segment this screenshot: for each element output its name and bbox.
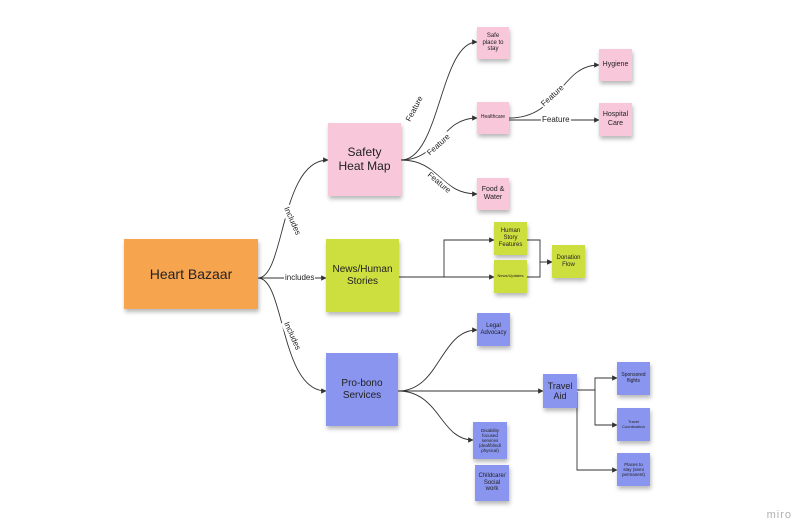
node-travel-coordination-label: Travel Coordination [622, 418, 645, 429]
node-news-human-stories[interactable]: News/Human Stories [326, 239, 399, 312]
node-sponsored-flights-label: Sponsored flights [621, 371, 646, 384]
node-news-updates-label: News/Updates [497, 273, 524, 279]
node-travel-aid-label: Travel Aid [547, 380, 573, 401]
node-hospital-care-label: Hospital Care [602, 111, 629, 127]
node-healthcare-label: Healthcare [480, 114, 506, 121]
edge-services-disability [397, 390, 474, 443]
node-travel-coordination[interactable]: Travel Coordination [617, 408, 650, 441]
node-news-human-stories-label: News/Human Stories [332, 264, 393, 287]
node-healthcare[interactable]: Healthcare [477, 102, 509, 134]
edge-label-includes-news: includes [284, 273, 316, 283]
node-donation-flow-label: Donation Flow [556, 254, 581, 268]
node-safe-place[interactable]: Safe place to stay [477, 27, 509, 59]
node-disability-services-label: Disability focused services (deaf/blind/… [478, 427, 502, 454]
node-heart-bazaar[interactable]: Heart Bazaar [124, 239, 258, 309]
miro-logo: miro [766, 509, 792, 521]
node-human-story-features[interactable]: Human Story Features [494, 222, 527, 255]
edge-humanstory-donation [527, 239, 553, 265]
node-childcare[interactable]: Childcare/ Social work [475, 465, 509, 501]
edge-travelaid-coordination [577, 389, 618, 428]
node-human-story-features-label: Human Story Features [498, 228, 523, 248]
node-safety-heat-map-label: Safety Heat Map [338, 144, 391, 173]
node-sponsored-flights[interactable]: Sponsored flights [617, 362, 650, 395]
node-hospital-care[interactable]: Hospital Care [599, 103, 632, 136]
edge-safety-safeplace [400, 39, 478, 161]
node-legal-advocacy[interactable]: Legal Advocacy [477, 313, 510, 346]
node-hygiene[interactable]: Hygiene [599, 49, 632, 81]
edge-travelaid-flights [577, 375, 618, 391]
node-safe-place-label: Safe place to stay [482, 32, 504, 53]
node-legal-advocacy-label: Legal Advocacy [480, 322, 507, 336]
edge-news-humanstory [399, 237, 495, 278]
edge-newsupdates-donation [527, 259, 553, 278]
node-childcare-label: Childcare/ Social work [478, 472, 506, 493]
edge-travelaid-places [576, 392, 618, 473]
node-pro-bono-services-label: Pro-bono Services [341, 378, 383, 401]
node-disability-services[interactable]: Disability focused services (deaf/blind/… [473, 422, 507, 459]
node-news-updates[interactable]: News/Updates [494, 260, 527, 293]
edge-label-feature-hospital: Feature [541, 115, 571, 125]
node-travel-aid[interactable]: Travel Aid [543, 374, 577, 408]
edge-services-legal [397, 327, 478, 392]
node-pro-bono-services[interactable]: Pro-bono Services [326, 353, 398, 426]
node-donation-flow[interactable]: Donation Flow [552, 245, 585, 278]
node-places-to-stay-label: Places to stay (semi permanent) [621, 461, 645, 478]
node-safety-heat-map[interactable]: Safety Heat Map [328, 123, 401, 196]
node-places-to-stay[interactable]: Places to stay (semi permanent) [617, 453, 650, 486]
node-heart-bazaar-label: Heart Bazaar [149, 265, 233, 282]
node-food-water-label: Food & Water [481, 185, 505, 201]
node-food-water[interactable]: Food & Water [477, 178, 509, 210]
node-hygiene-label: Hygiene [602, 60, 629, 68]
